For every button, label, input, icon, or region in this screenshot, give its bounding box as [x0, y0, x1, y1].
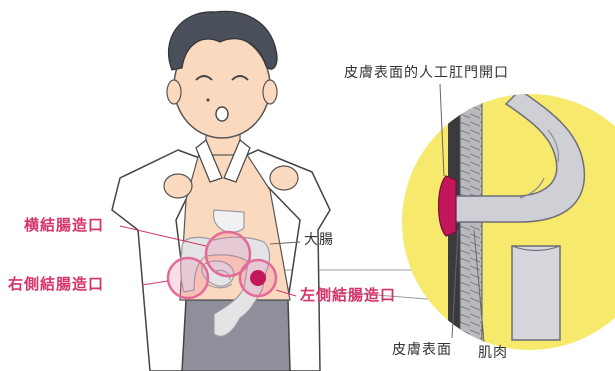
- collar: [223, 139, 251, 183]
- collar: [195, 139, 223, 183]
- eye: [231, 75, 249, 81]
- skin-surface-label: 皮膚表面: [392, 342, 452, 358]
- label-line: [119, 225, 207, 247]
- label-line: [473, 229, 485, 343]
- label-line: [451, 229, 459, 339]
- stoma-opening-label: 皮膚表面的人工肛門開口: [344, 65, 509, 81]
- colon-lower: [511, 245, 561, 341]
- label-line: [439, 83, 445, 177]
- left-hand: [163, 173, 193, 199]
- label-line: [269, 241, 301, 245]
- label-line: [275, 289, 297, 297]
- muscle-layer: [459, 94, 483, 350]
- transverse-stoma-marker: [204, 230, 252, 278]
- right-colostomy-label: 右側結腸造口: [8, 275, 105, 293]
- ear: [262, 79, 278, 105]
- mouth: [215, 106, 229, 122]
- muscle-label: 肌肉: [478, 345, 508, 361]
- colon-section: [449, 94, 586, 223]
- left-colostomy-label: 左側結腸造口: [300, 286, 397, 304]
- label-line: [141, 280, 169, 286]
- right-hand: [269, 165, 299, 191]
- transverse-colostomy-label: 横結腸造口: [24, 216, 105, 234]
- cheek-dot: [206, 98, 210, 102]
- hair: [167, 10, 278, 71]
- zoom-detail: [402, 83, 615, 350]
- stoma: [437, 175, 457, 237]
- colon-fold: [519, 129, 560, 199]
- ear: [166, 79, 182, 105]
- left-stoma-point: [250, 270, 266, 286]
- right-stoma-marker: [166, 256, 210, 300]
- person-figure: [111, 10, 331, 371]
- eye: [195, 75, 213, 81]
- large-intestine-label: 大腸: [304, 232, 334, 248]
